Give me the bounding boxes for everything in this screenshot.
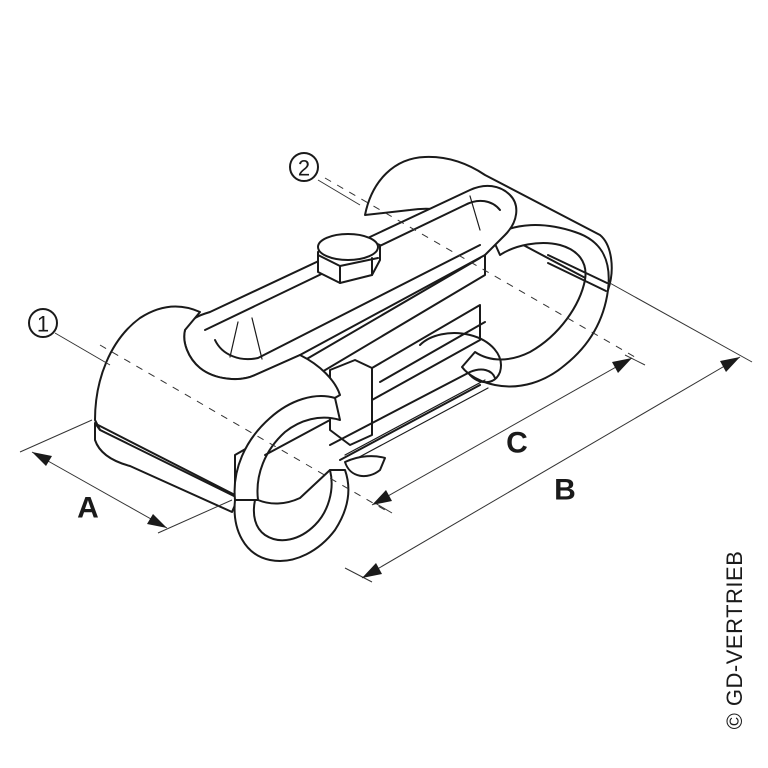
bottom-clamp-plate <box>329 368 496 478</box>
arrow-icon <box>362 563 382 578</box>
callout-1-circle <box>28 308 58 338</box>
front-clamp-ring <box>94 305 350 562</box>
callout-1-number: 1 <box>37 312 49 337</box>
callout-1: 1 <box>28 308 111 366</box>
callout-2-number: 2 <box>298 156 310 181</box>
arrow-icon <box>372 490 392 505</box>
dimension-a: A <box>19 419 233 534</box>
dimension-b-label: B <box>554 474 576 507</box>
callout-2: 2 <box>289 152 361 206</box>
arrow-icon <box>612 358 632 373</box>
center-axes <box>99 177 641 511</box>
top-clamp-plate <box>183 184 518 386</box>
dimension-a-label: A <box>77 492 99 525</box>
arrow-icon <box>32 452 52 466</box>
dimension-c: C <box>371 354 646 514</box>
callout-2-circle <box>289 152 319 182</box>
center-web <box>329 304 502 446</box>
dimension-c-label: C <box>506 427 528 460</box>
hex-bolt-head <box>317 233 381 284</box>
arrow-icon <box>720 357 740 372</box>
arrow-icon <box>147 514 167 528</box>
dimension-b: B <box>344 281 753 583</box>
copyright-text: © GD-VERTRIEB <box>722 550 747 730</box>
